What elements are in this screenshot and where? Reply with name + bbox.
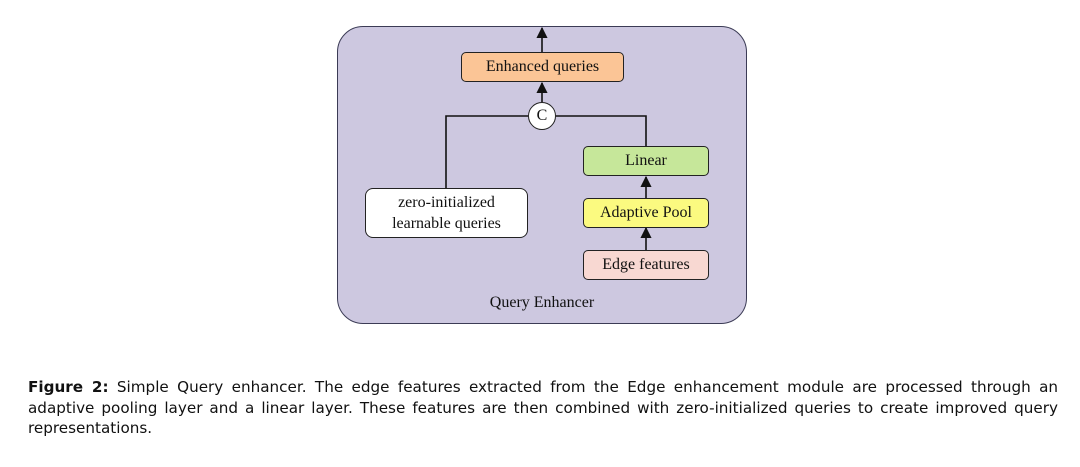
edges-layer: [445, 26, 652, 250]
enhanced-queries-node: Enhanced queries: [461, 52, 624, 82]
figure-caption: Figure 2: Simple Query enhancer. The edg…: [28, 377, 1058, 439]
query-enhancer-diagram: Enhanced queries C Linear Adaptive Pool …: [337, 26, 747, 324]
edge-zero-to-concat: [445, 115, 528, 188]
zero-queries-line1: zero-initialized: [398, 194, 495, 211]
edge-features-node: Edge features: [583, 250, 709, 280]
zero-initialized-queries-node: zero-initialized learnable queries: [365, 188, 528, 238]
caption-text: Simple Query enhancer. The edge features…: [28, 378, 1059, 437]
caption-label: Figure 2:: [28, 378, 109, 396]
query-enhancer-label: Query Enhancer: [489, 294, 595, 311]
zero-queries-line2: learnable queries: [392, 215, 501, 232]
linear-node: Linear: [583, 146, 709, 176]
edge-linear-to-concat: [556, 115, 647, 146]
concat-node: C: [528, 102, 556, 130]
adaptive-pool-node: Adaptive Pool: [583, 198, 709, 228]
